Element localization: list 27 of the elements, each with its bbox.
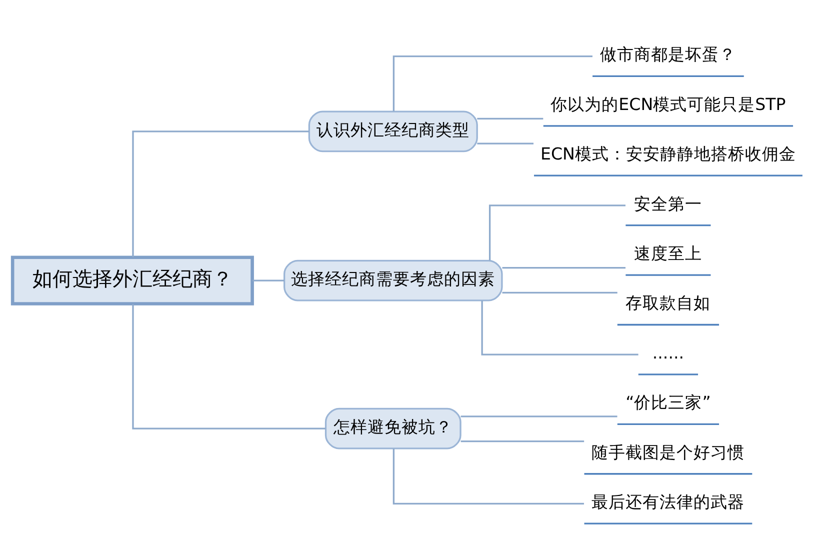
connector (502, 266, 626, 268)
connector (477, 142, 534, 144)
node-text: ECN模式：安安静静地搭桥收佣金 (540, 144, 796, 164)
connector (132, 304, 326, 429)
node-text: 安全第一 (634, 194, 702, 213)
connector (488, 204, 626, 260)
node-text: 存取款自如 (626, 293, 711, 312)
node-box: 如何选择外汇经纪商？ (10, 255, 254, 305)
connector (460, 415, 618, 417)
connector (481, 300, 638, 355)
node-text: 你以为的ECN模式可能只是STP (550, 94, 786, 114)
connector (392, 54, 592, 111)
connector (460, 440, 584, 442)
connector (132, 130, 310, 257)
node-box: 认识外汇经纪商类型 (308, 110, 478, 152)
connector (392, 448, 584, 504)
node-text: ...... (652, 342, 684, 362)
node-box: 选择经纪商需要考虑的因素 (284, 259, 503, 301)
node-text: 最后还有法律的武器 (592, 492, 745, 512)
node-text: “价比三家” (626, 392, 711, 412)
node-box: 怎样避免被坑？ (324, 407, 462, 449)
connector (252, 279, 284, 281)
connector (502, 291, 618, 294)
node-text: 做市商都是坏蛋？ (600, 44, 736, 64)
node-text: 随手截图是个好习惯 (592, 442, 745, 462)
connector (477, 117, 544, 120)
node-text: 速度至上 (634, 244, 702, 263)
